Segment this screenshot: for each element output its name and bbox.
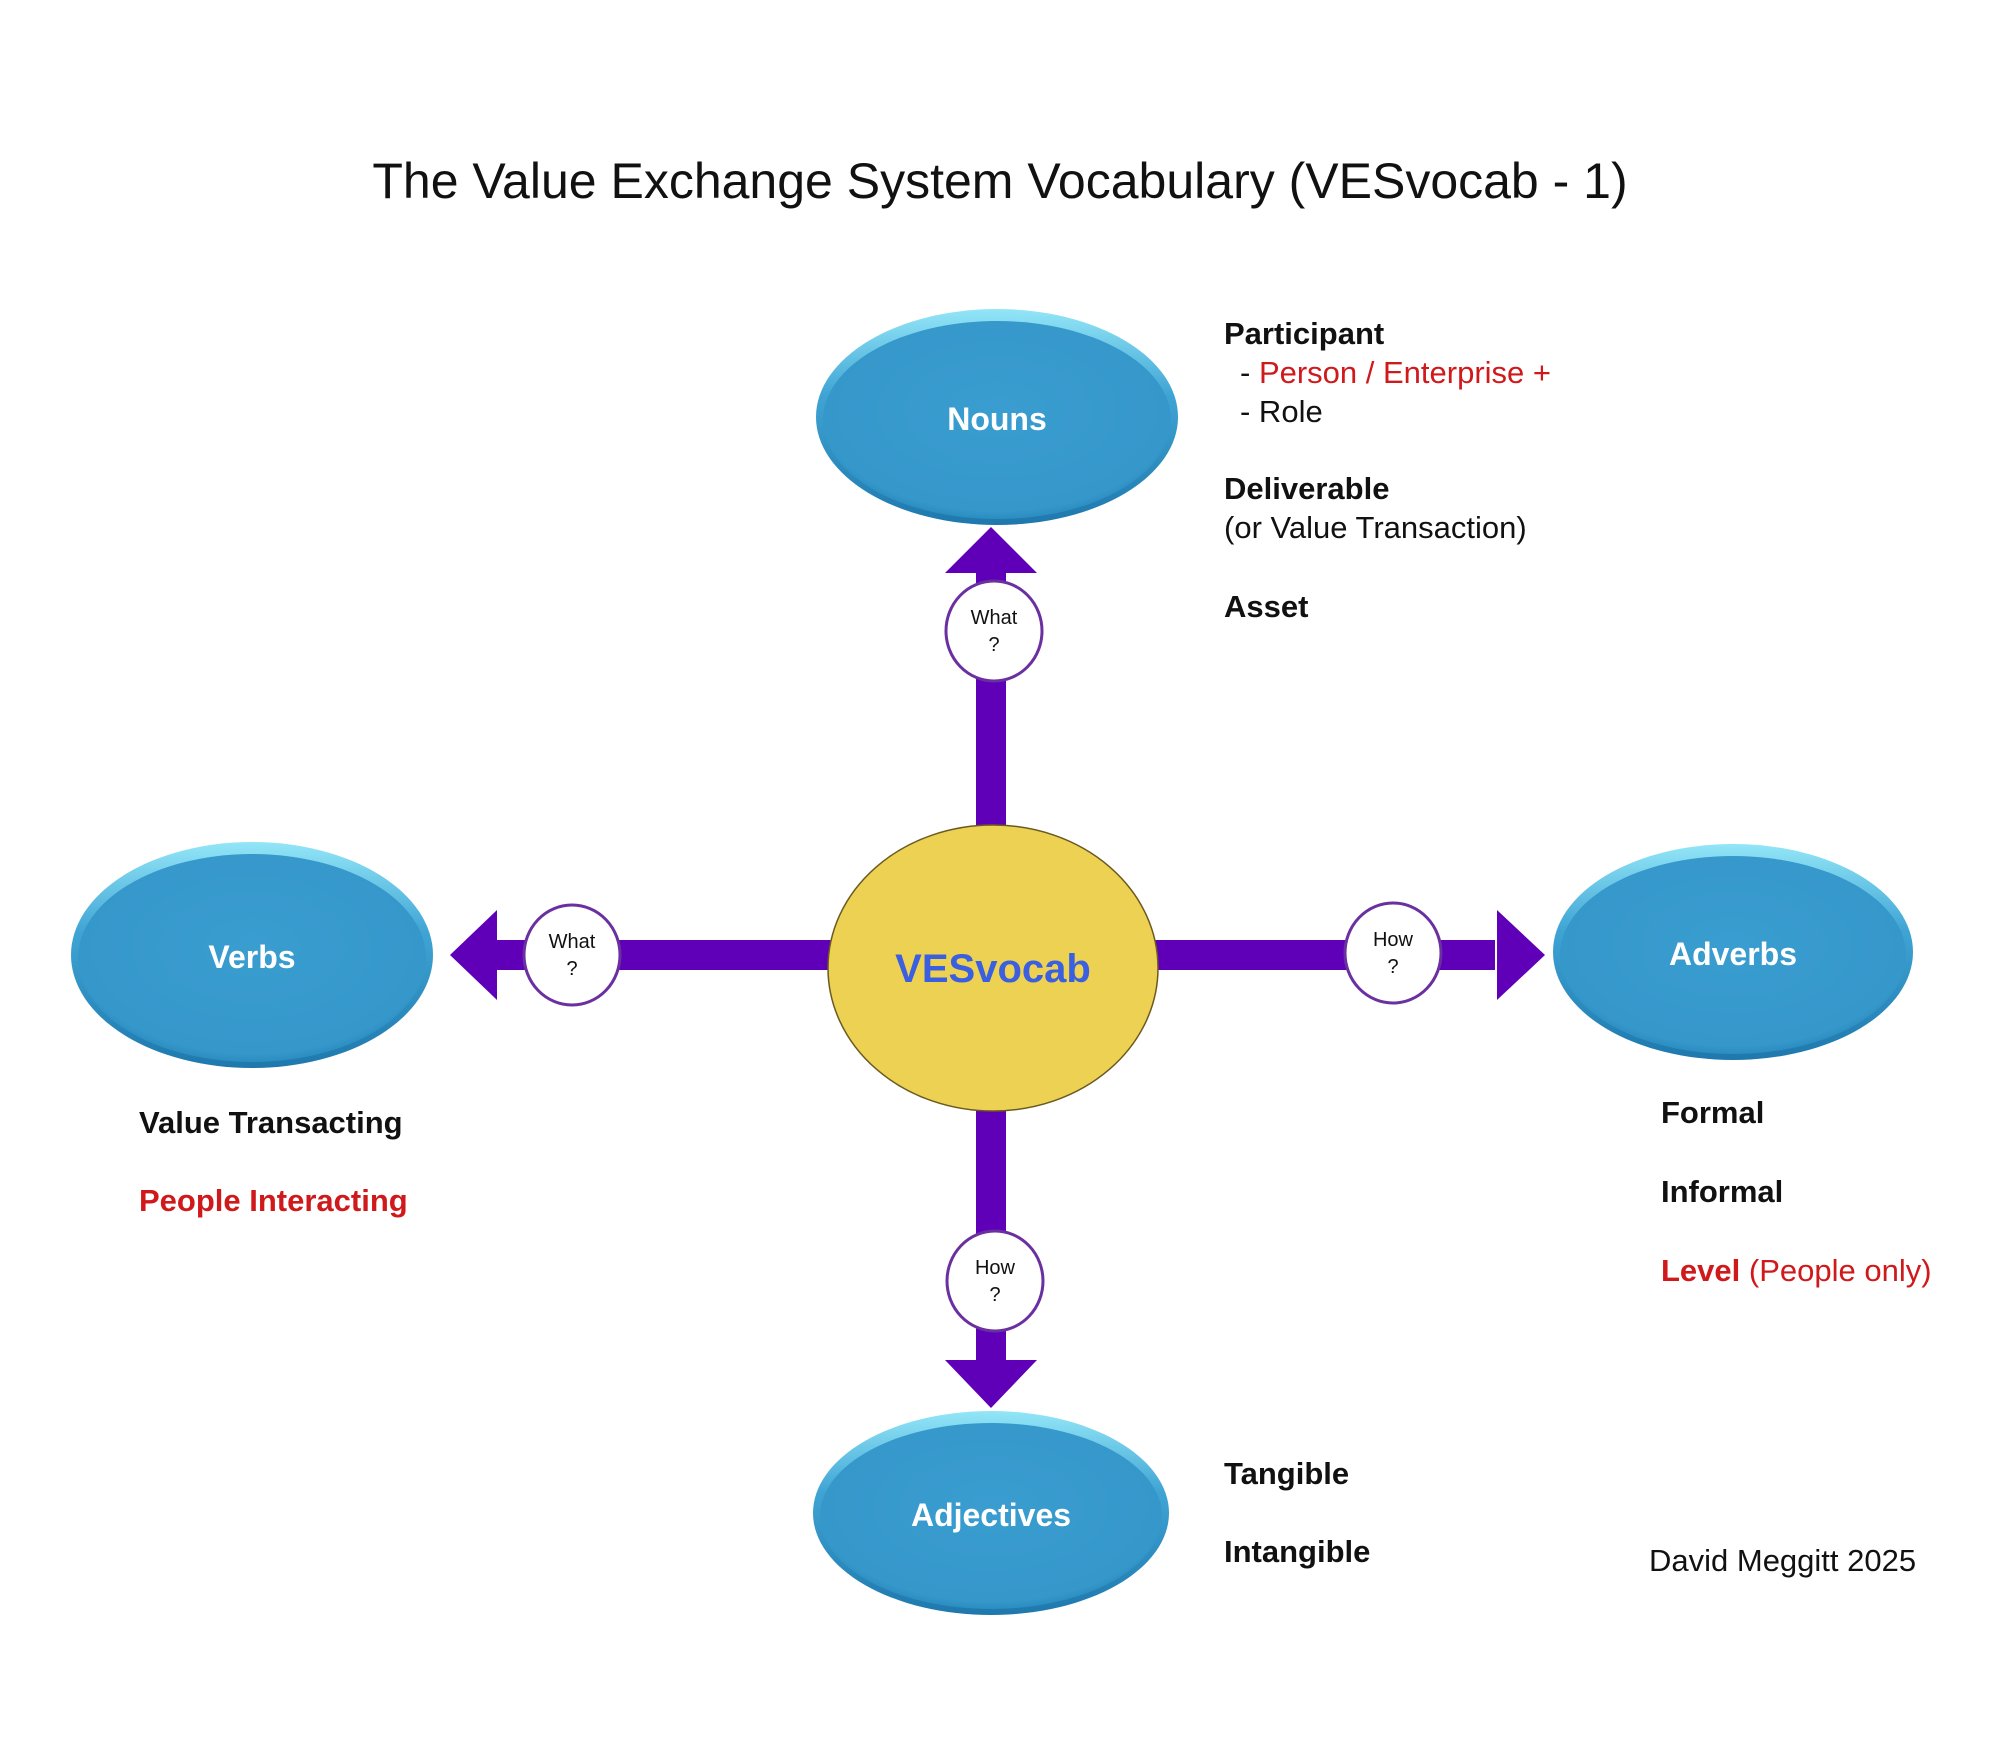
question-word: What (549, 931, 596, 953)
node-label: Verbs (208, 939, 295, 975)
arrow-head-down (945, 1360, 1037, 1408)
node-adjectives: Adjectives (813, 1411, 1169, 1615)
question-bubble-nouns: What ? (944, 579, 1044, 683)
dash: - (1240, 355, 1259, 390)
center-node-vesvocab: VESvocab (827, 824, 1159, 1112)
nouns-asset: Asset (1224, 589, 1309, 624)
nouns-deliverable: Deliverable (1224, 471, 1390, 506)
question-mark: ? (1387, 956, 1398, 978)
adverbs-informal: Informal (1661, 1174, 1784, 1209)
adjectives-intangible: Intangible (1224, 1534, 1371, 1569)
verbs-value-transacting: Value Transacting (139, 1105, 403, 1140)
arrow-head-right (1497, 910, 1545, 1000)
node-verbs: Verbs (71, 842, 433, 1068)
arrow-head-left (450, 910, 497, 1000)
node-label: Adverbs (1669, 936, 1797, 972)
adjectives-tangible: Tangible (1224, 1456, 1350, 1491)
question-word: How (975, 1257, 1016, 1279)
nouns-participant-role: - Role (1240, 394, 1323, 429)
nouns-deliverable-sub: (or Value Transaction) (1224, 510, 1527, 545)
nouns-participant-item1: - Person / Enterprise + (1240, 357, 1551, 388)
node-label: Nouns (947, 401, 1047, 437)
question-word: How (1373, 929, 1414, 951)
adverbs-level: Level (People only) (1661, 1255, 1932, 1286)
arrow-shaft-right (1155, 940, 1495, 970)
arrow-head-up (945, 527, 1037, 573)
author-credit: David Meggitt 2025 (1649, 1543, 1917, 1578)
node-label: Adjectives (911, 1497, 1071, 1533)
nouns-person-enterprise: Person / Enterprise + (1258, 355, 1552, 390)
diagram-title: The Value Exchange System Vocabulary (VE… (372, 153, 1628, 209)
question-mark: ? (566, 958, 577, 980)
nouns-participant: Participant (1224, 316, 1385, 351)
adverbs-level-note: (People only) (1740, 1253, 1932, 1288)
node-nouns: Nouns (816, 309, 1178, 525)
question-bubble-adjectives: How ? (945, 1229, 1045, 1333)
question-mark: ? (989, 1284, 1000, 1306)
question-mark: ? (988, 634, 999, 656)
node-adverbs: Adverbs (1553, 844, 1913, 1060)
verbs-people-interacting: People Interacting (139, 1183, 408, 1218)
adverbs-formal: Formal (1661, 1095, 1765, 1130)
question-bubble-adverbs: How ? (1343, 901, 1443, 1005)
question-word: What (971, 607, 1018, 629)
question-bubble-verbs: What ? (522, 903, 622, 1007)
center-label: VESvocab (895, 947, 1091, 991)
adverbs-level-bold: Level (1661, 1253, 1741, 1288)
